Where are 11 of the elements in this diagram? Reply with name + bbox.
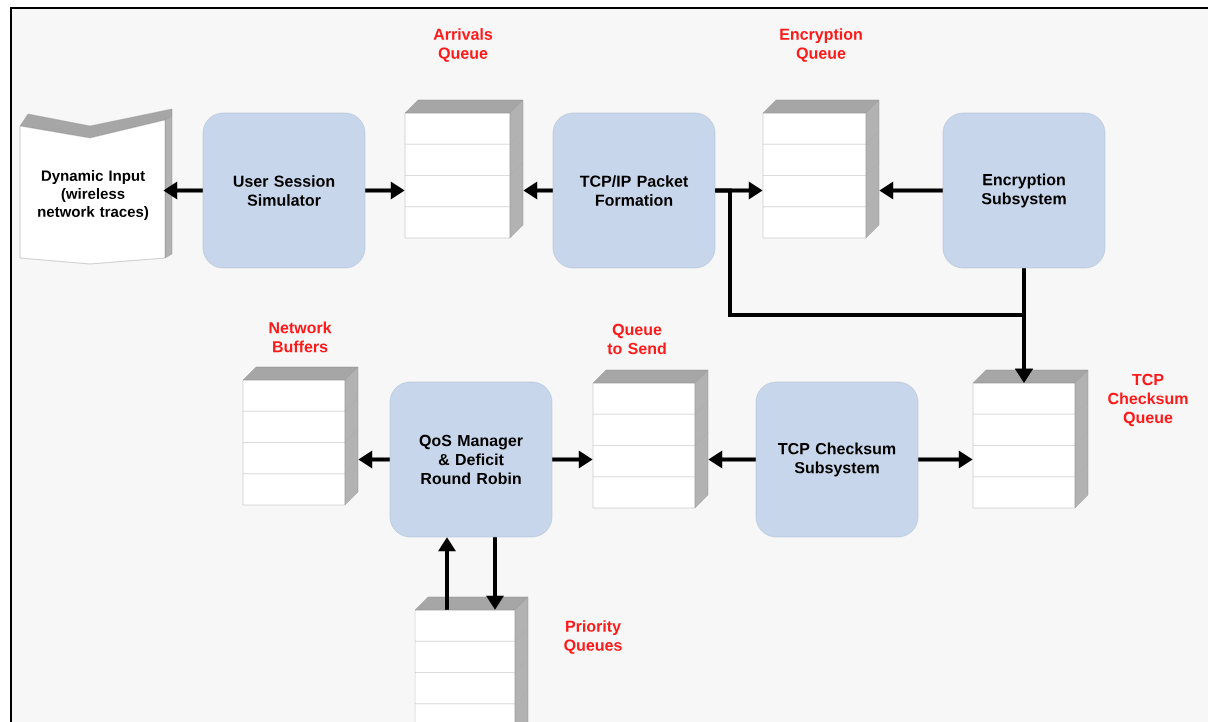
process-box: TCP/IP Packet Formation [552, 112, 716, 269]
process-box: TCP Checksum Subsystem [755, 381, 919, 538]
queue-label: TCP Checksum Queue [1108, 373, 1188, 427]
process-box: QoS Manager & Deficit Round Robin [389, 381, 553, 538]
queue-label: Encryption Queue [780, 28, 862, 62]
process-box: Encryption Subsystem [942, 112, 1106, 269]
queue-label: Arrivals Queue [433, 28, 493, 62]
queue-label: Queue to Send [607, 323, 666, 355]
queue-label: Priority Queues [564, 620, 622, 654]
queue-label: Network Buffers [269, 321, 332, 353]
process-box: User Session Simulator [202, 112, 366, 269]
